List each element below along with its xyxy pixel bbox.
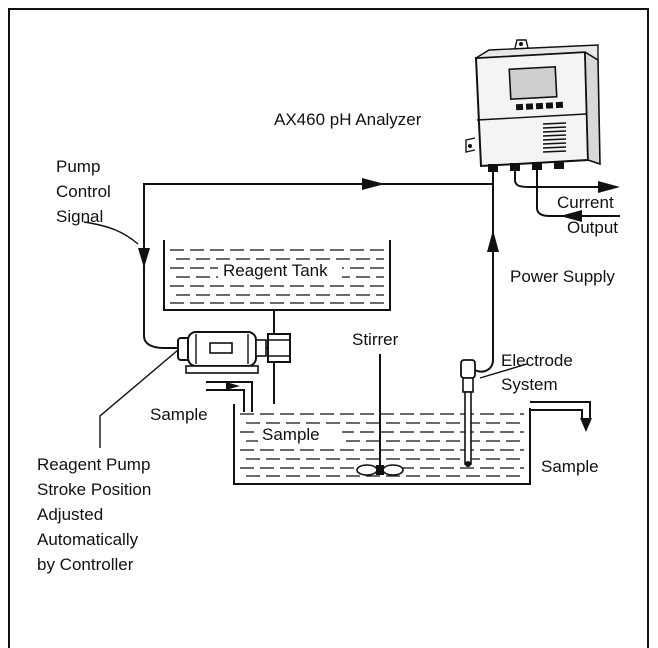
diagram-frame — [8, 8, 649, 648]
pump-control-signal-line — [138, 170, 494, 349]
electrode-cable — [469, 184, 499, 373]
current-output-label-2: Output — [567, 218, 618, 237]
stirrer — [356, 354, 404, 476]
sample-outlet-label: Sample — [541, 457, 599, 476]
process-diagram: AX460 pH Analyzer Pump Control Signal Cu… — [37, 39, 620, 574]
sample-inlet-label: Sample — [150, 405, 208, 424]
reagent-pump-label-5: by Controller — [37, 555, 134, 574]
reagent-pump-label-3: Adjusted — [37, 505, 103, 524]
electrode-label-1: Electrode — [501, 351, 573, 370]
sample-outlet-pipe — [530, 401, 592, 432]
sample-tank-label: Sample — [262, 425, 320, 444]
reagent-pump-label-4: Automatically — [37, 530, 139, 549]
pump-control-label-3: Signal — [56, 207, 103, 226]
analyzer-label: AX460 pH Analyzer — [274, 110, 422, 129]
pump-control-label-1: Pump — [56, 157, 100, 176]
electrode — [460, 359, 476, 467]
current-output-label-1: Current — [557, 193, 614, 212]
pump-control-label-2: Control — [56, 182, 111, 201]
leader-lines — [83, 221, 528, 448]
reagent-tank — [163, 240, 391, 311]
reagent-pump-label-2: Stroke Position — [37, 480, 151, 499]
sample-inlet-pipe — [206, 381, 253, 412]
electrode-label-2: System — [501, 375, 558, 394]
reagent-pump-label-1: Reagent Pump — [37, 455, 150, 474]
reagent-tank-label: Reagent Tank — [223, 261, 328, 280]
reagent-pump — [177, 331, 267, 374]
stirrer-label: Stirrer — [352, 330, 399, 349]
power-supply-line — [536, 170, 620, 222]
reagent-pipe — [258, 310, 291, 404]
analyzer-unit — [465, 39, 601, 172]
current-output-line — [514, 170, 620, 193]
power-supply-label: Power Supply — [510, 267, 615, 286]
